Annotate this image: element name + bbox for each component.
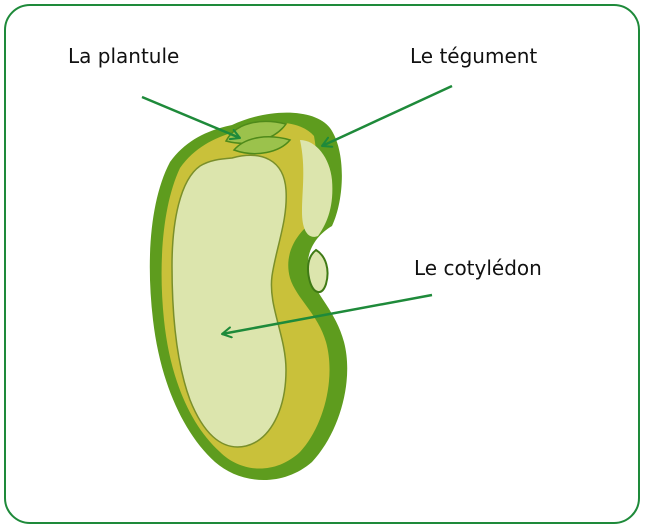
label-plantule: La plantule [68,46,179,66]
arrow-plantule [142,97,240,138]
arrow-tegument [322,86,452,146]
bean-seed-diagram [0,0,646,495]
hilum-notch [308,250,328,292]
label-cotyledon: Le cotylédon [414,258,542,278]
label-tegument: Le tégument [410,46,537,66]
